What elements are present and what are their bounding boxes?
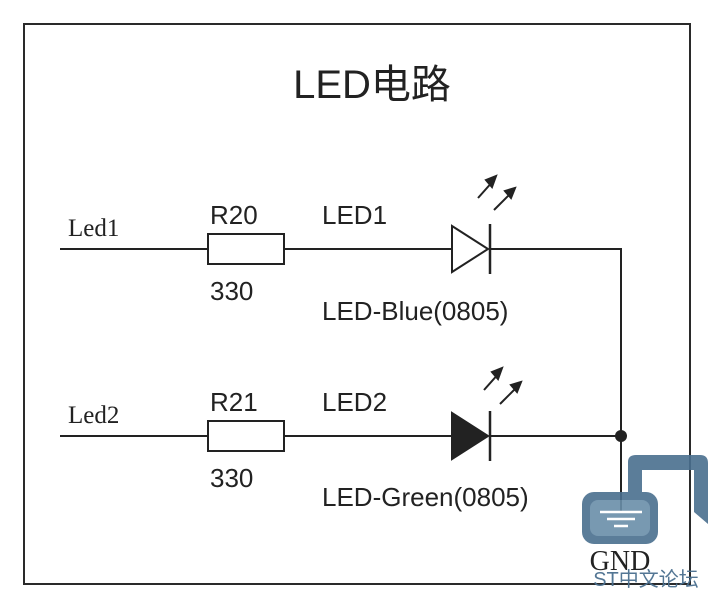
- led1-light-arrows-icon: [477, 174, 517, 211]
- led2-light-arrows-icon: [483, 366, 523, 405]
- resistor-r20: [207, 233, 285, 265]
- diagram-frame: [23, 23, 691, 585]
- ground-label: GND: [590, 546, 651, 577]
- net-label-led2: Led2: [68, 402, 119, 429]
- resistor-value-r20: 330: [210, 276, 253, 306]
- watermark-text: ST中文论坛: [593, 568, 699, 591]
- led-branch-2: Led2 R21 330 LED2 LED-Green(0805): [60, 366, 622, 512]
- resistor-ref-r21: R21: [210, 387, 258, 417]
- led-branch-1: Led1 R20 330 LED1 LED-Blue(0805): [60, 174, 622, 326]
- led1-diode-symbol: [451, 224, 490, 274]
- led-part-led1: LED-Blue(0805): [322, 296, 508, 326]
- resistor-r21: [207, 420, 285, 452]
- resistor-ref-r20: R20: [210, 200, 258, 230]
- led-ref-led2: LED2: [322, 387, 387, 417]
- diagram-title: LED电路: [293, 63, 451, 107]
- led-ref-led1: LED1: [322, 200, 387, 230]
- ground-symbol-icon: [600, 510, 642, 528]
- resistor-value-r21: 330: [210, 463, 253, 493]
- net-label-led1: Led1: [68, 215, 119, 242]
- led-part-led2: LED-Green(0805): [322, 482, 529, 512]
- junction-dot: [615, 430, 627, 442]
- led2-diode-symbol: [451, 411, 490, 461]
